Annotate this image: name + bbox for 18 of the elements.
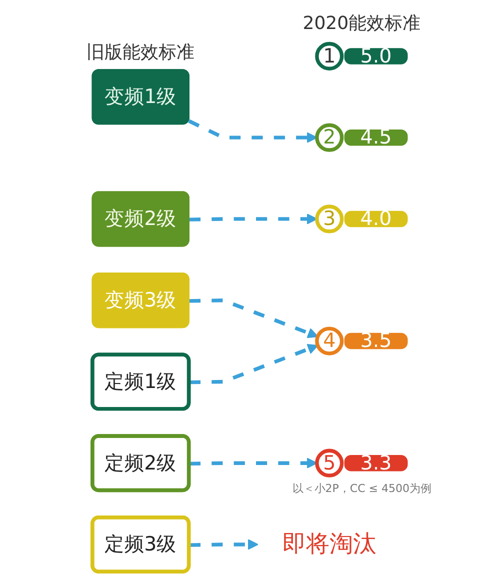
arrow xyxy=(189,539,258,550)
level-box: 定频2级 xyxy=(90,434,190,492)
column-heading: 旧版能效标准 xyxy=(86,40,194,64)
level-box: 定频1级 xyxy=(90,352,190,411)
status-text: 即将淘汰 xyxy=(282,530,376,558)
number-circle: 5 xyxy=(314,448,344,478)
number-circle: 3 xyxy=(314,204,344,234)
level-box: 变频1级 xyxy=(92,69,190,125)
level-box: 定频3级 xyxy=(90,516,190,574)
number-circle: 1 xyxy=(314,42,344,70)
arrow xyxy=(189,298,318,338)
level-box: 变频3级 xyxy=(92,272,190,328)
number-circle: 2 xyxy=(314,123,344,152)
footnote-text: 以＜小2P，CC ≤ 4500为例 xyxy=(292,480,432,496)
column-heading: 2020能效标准 xyxy=(302,12,421,36)
arrow xyxy=(189,344,318,384)
level-box: 变频2级 xyxy=(92,191,190,247)
number-circle: 4 xyxy=(314,326,344,356)
